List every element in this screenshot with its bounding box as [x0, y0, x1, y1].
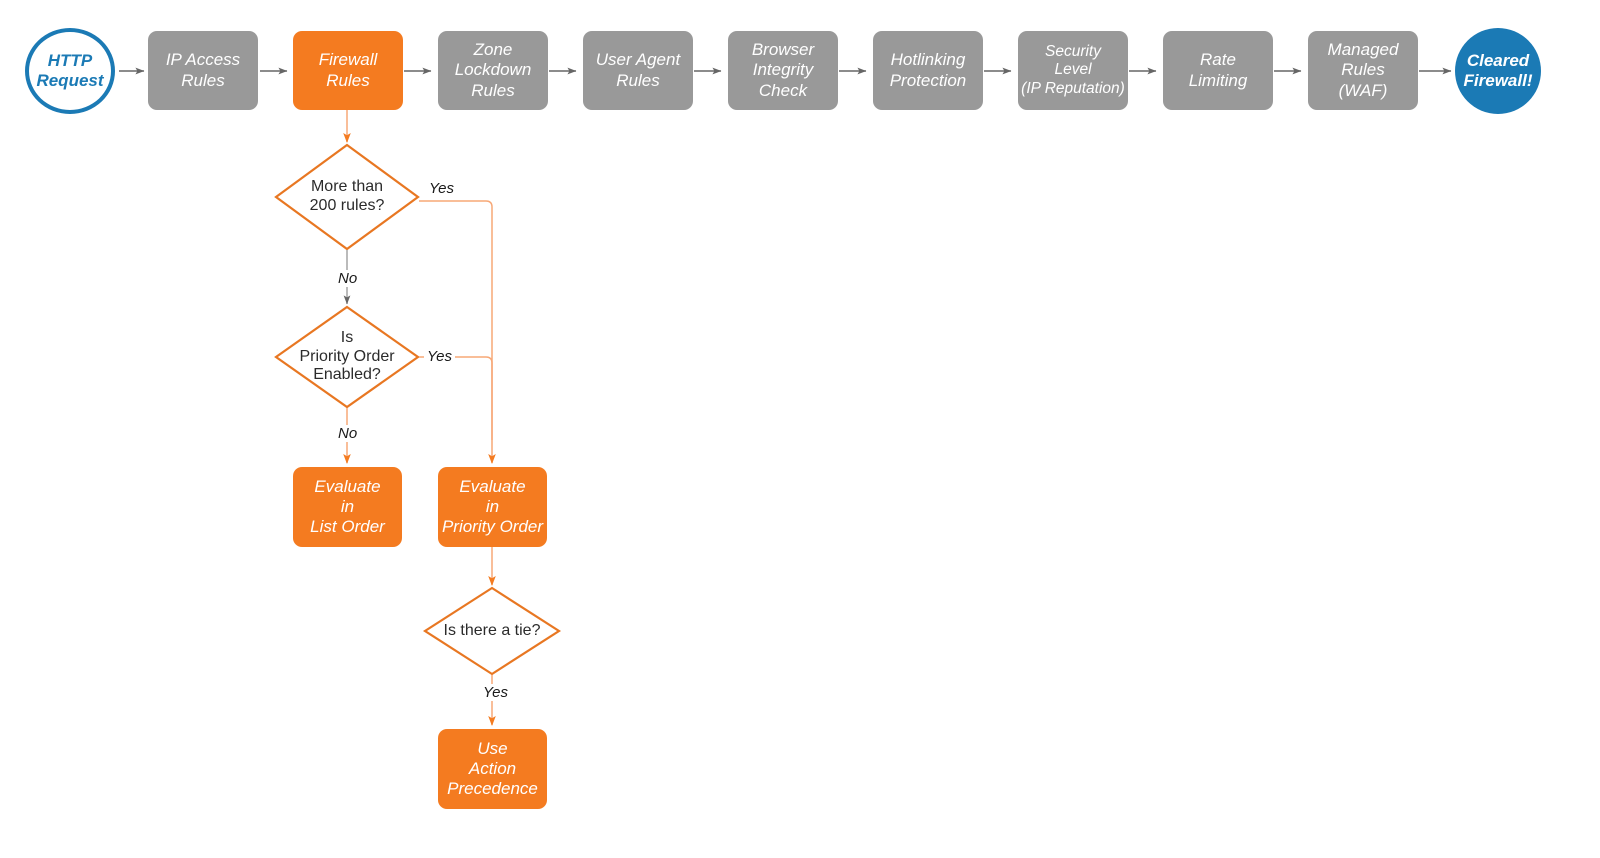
edge-label-priority-no: No — [335, 425, 361, 442]
node-security-level-label: Security Level (IP Reputation) — [1021, 43, 1125, 97]
node-decision-rule-count[interactable]: More than 200 rules? — [277, 165, 417, 229]
node-hotlinking-protection-label: Hotlinking Protection — [889, 50, 967, 90]
node-hotlinking-protection[interactable]: Hotlinking Protection — [873, 31, 983, 110]
node-ip-access-rules[interactable]: IP Access Rules — [148, 31, 258, 110]
edge-label-tie-yes: Yes — [480, 684, 512, 701]
node-security-level[interactable]: Security Level (IP Reputation) — [1018, 31, 1128, 110]
node-managed-rules-waf[interactable]: Managed Rules (WAF) — [1308, 31, 1418, 110]
node-use-action-precedence-label: Use Action Precedence — [447, 738, 538, 799]
node-evaluate-priority-order[interactable]: Evaluate in Priority Order — [438, 467, 547, 547]
node-decision-priority-order[interactable]: Is Priority Order Enabled? — [277, 323, 417, 391]
node-rate-limiting-label: Rate Limiting — [1188, 50, 1248, 90]
node-decision-tie-label: Is there a tie? — [443, 621, 541, 639]
node-evaluate-list-order-label: Evaluate in List Order — [310, 476, 385, 537]
node-managed-rules-waf-label: Managed Rules (WAF) — [1327, 40, 1399, 100]
node-cleared-firewall-label: Cleared Firewall! — [1463, 50, 1533, 90]
node-firewall-rules[interactable]: Firewall Rules — [293, 31, 403, 110]
node-firewall-rules-label: Firewall Rules — [318, 50, 378, 90]
node-zone-lockdown-rules-label: Zone Lockdown Rules — [454, 40, 532, 100]
node-browser-integrity-check-label: Browser Integrity Check — [751, 40, 815, 100]
edge-rulecount-yes — [419, 200, 496, 464]
node-user-agent-rules-label: User Agent Rules — [595, 50, 681, 90]
node-decision-tie[interactable]: Is there a tie? — [424, 614, 560, 648]
edge-priority-yes — [419, 356, 493, 440]
node-cleared-firewall[interactable]: Cleared Firewall! — [1455, 28, 1541, 114]
node-evaluate-priority-order-label: Evaluate in Priority Order — [441, 476, 544, 537]
node-decision-rule-count-label: More than 200 rules? — [309, 178, 385, 214]
node-zone-lockdown-rules[interactable]: Zone Lockdown Rules — [438, 31, 548, 110]
node-browser-integrity-check[interactable]: Browser Integrity Check — [728, 31, 838, 110]
node-decision-priority-order-label: Is Priority Order Enabled? — [299, 328, 395, 384]
node-user-agent-rules[interactable]: User Agent Rules — [583, 31, 693, 110]
node-evaluate-list-order[interactable]: Evaluate in List Order — [293, 467, 402, 547]
edge-label-rulecount-yes: Yes — [426, 180, 458, 197]
node-http-request-label: HTTP Request — [36, 50, 104, 90]
node-ip-access-rules-label: IP Access Rules — [165, 50, 241, 90]
edge-label-rulecount-no: No — [335, 270, 361, 287]
node-use-action-precedence[interactable]: Use Action Precedence — [438, 729, 547, 809]
edge-label-priority-yes: Yes — [424, 348, 456, 365]
node-rate-limiting[interactable]: Rate Limiting — [1163, 31, 1273, 110]
node-http-request[interactable]: HTTP Request — [25, 28, 115, 114]
